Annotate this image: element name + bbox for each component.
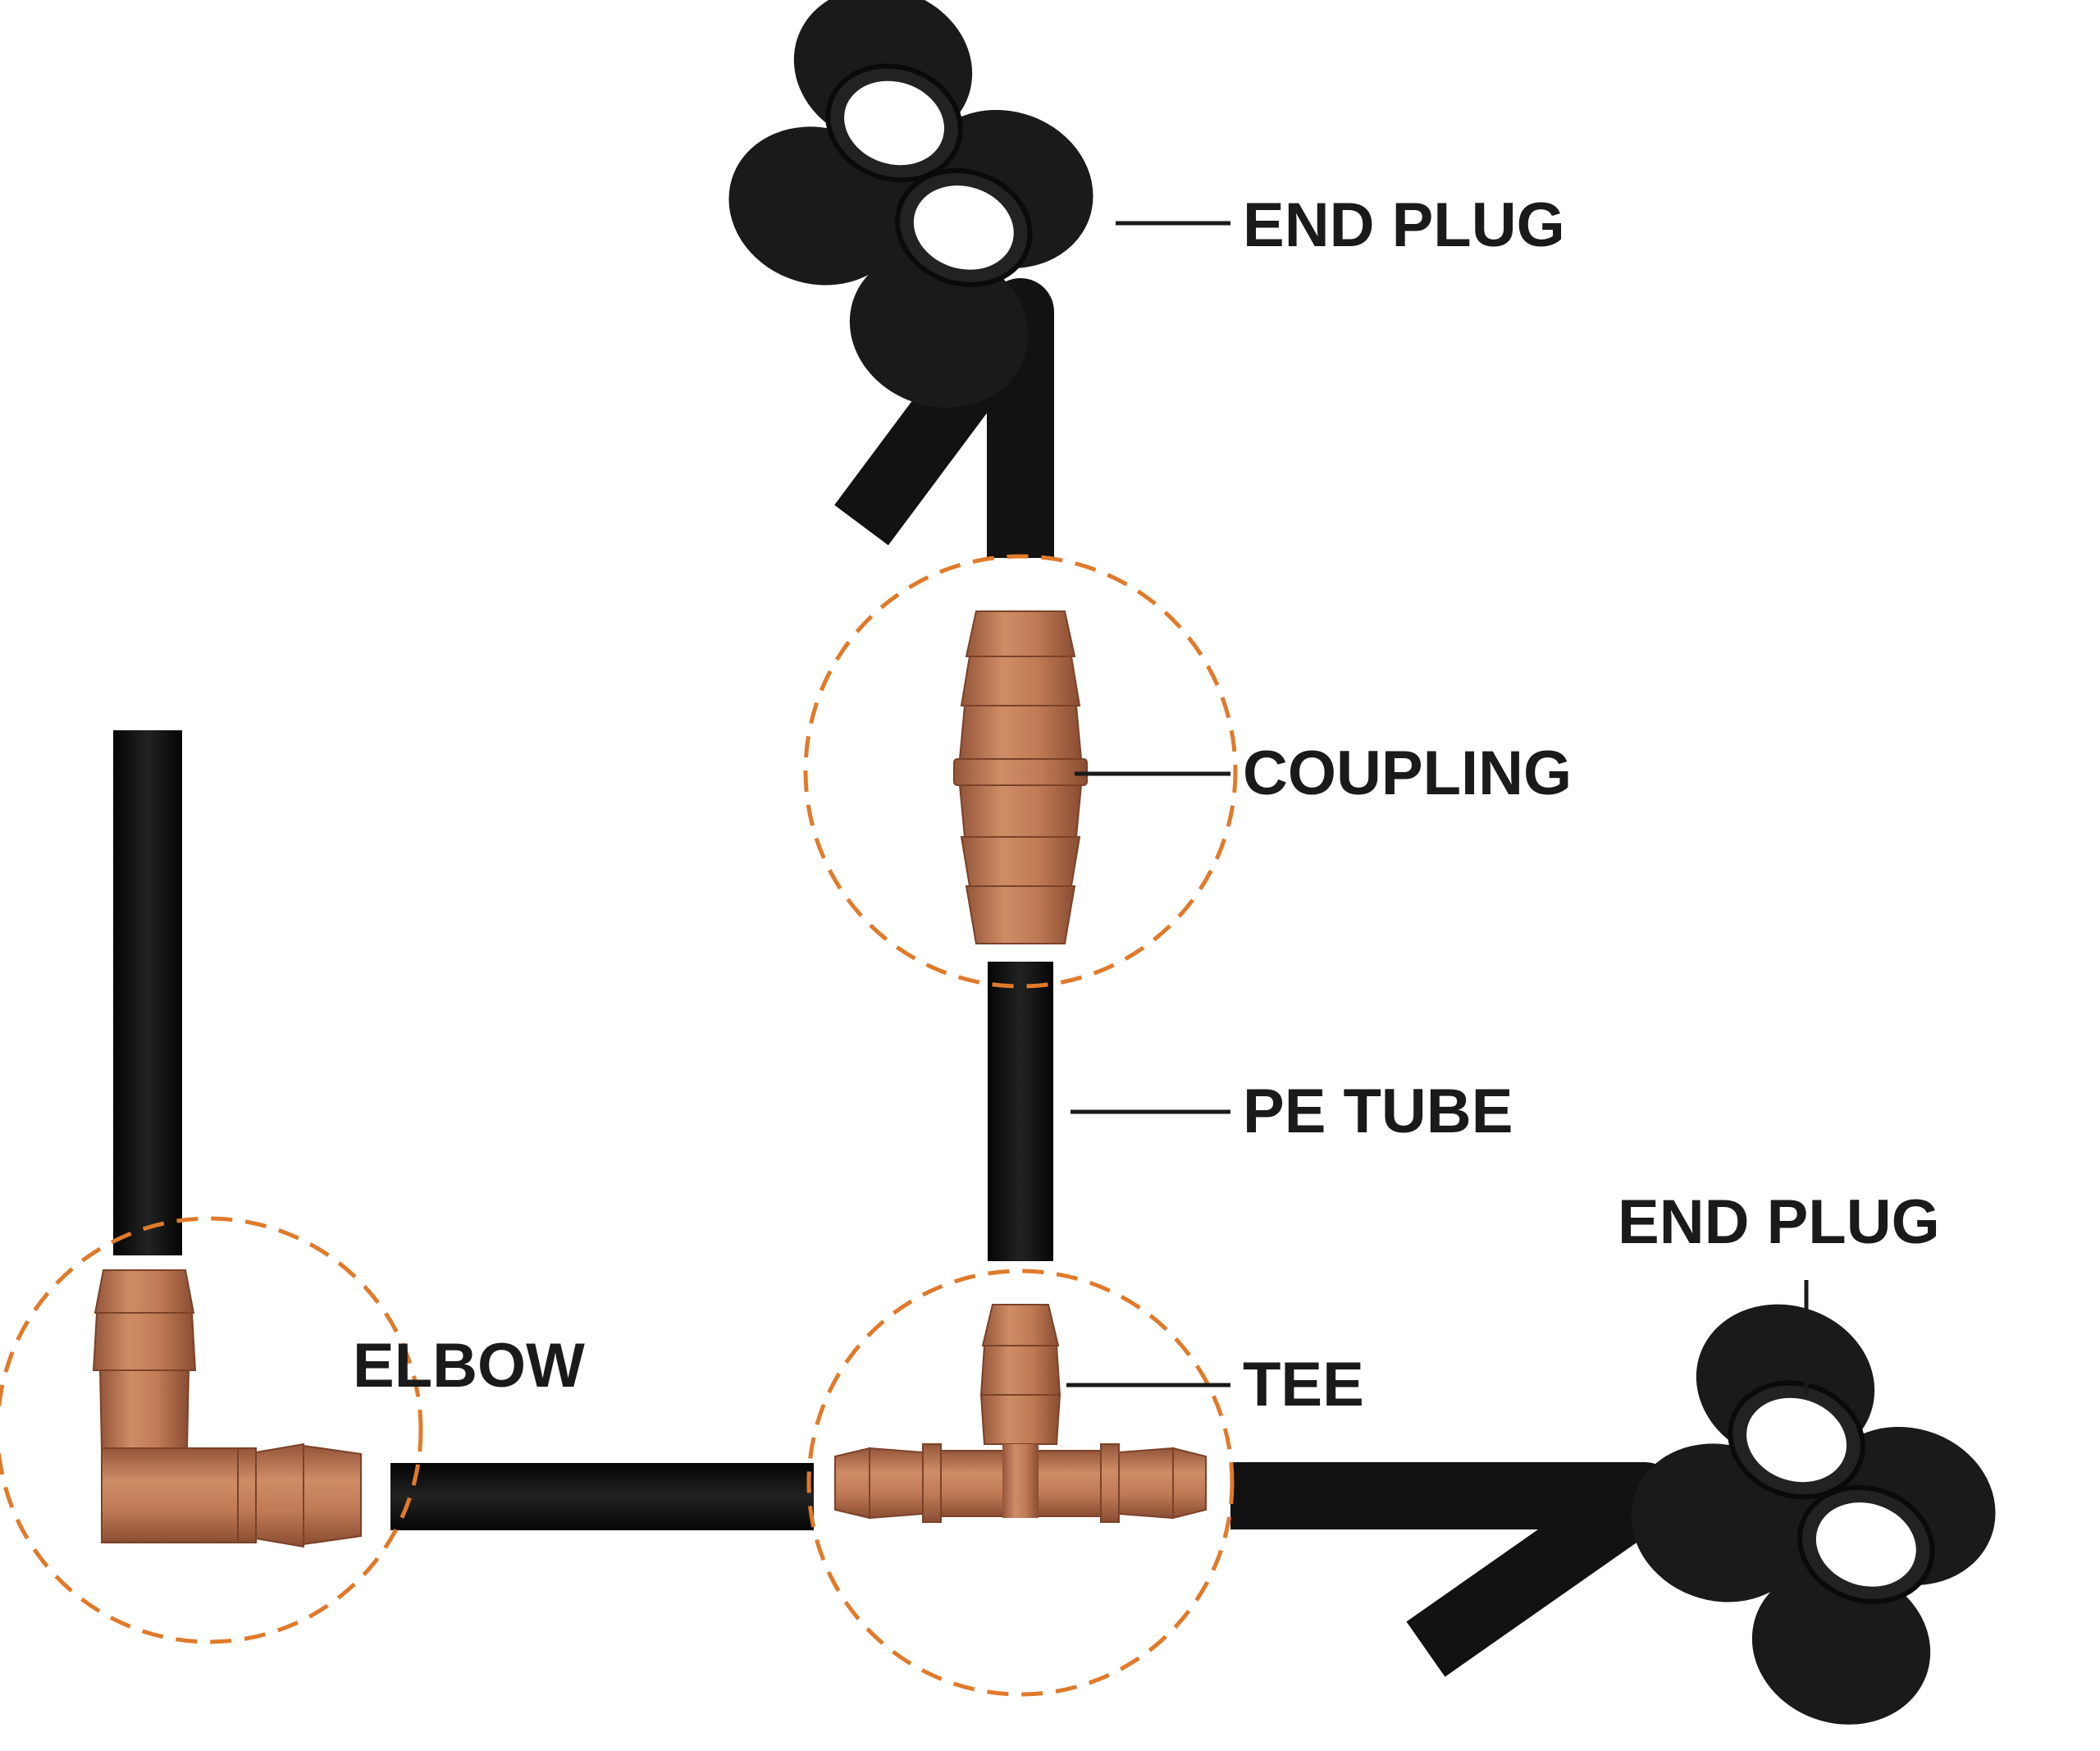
- pe-tube-label: PE TUBE: [1243, 1077, 1513, 1146]
- bottom-horizontal-tube: [390, 1463, 814, 1530]
- tee-label: TEE: [1243, 1350, 1364, 1420]
- right-bent-tube: [1230, 1462, 1678, 1677]
- elbow-icon: [92, 1269, 362, 1548]
- center-vertical-tube: [988, 962, 1053, 1261]
- highlight-circles: [0, 554, 1238, 1697]
- end-plug-right-icon: [1631, 1304, 1996, 1725]
- tee-icon: [834, 1304, 1207, 1523]
- leader-lines: [1066, 221, 1809, 1395]
- coupling-label: COUPLING: [1243, 738, 1572, 808]
- labels: END PLUG COUPLING PE TUBE END PLUG ELBOW…: [353, 190, 1940, 1420]
- elbow-highlight-circle: [0, 1216, 423, 1644]
- coupling-icon: [953, 610, 1088, 944]
- tee-highlight-circle: [806, 1269, 1235, 1697]
- coupling-highlight-circle: [803, 554, 1238, 989]
- end-plug-top-label: END PLUG: [1243, 190, 1565, 260]
- end-plug-top-icon: [728, 0, 1093, 408]
- end-plug-right-label: END PLUG: [1618, 1187, 1940, 1257]
- elbow-label: ELBOW: [353, 1331, 585, 1401]
- left-vertical-tube: [113, 730, 182, 1255]
